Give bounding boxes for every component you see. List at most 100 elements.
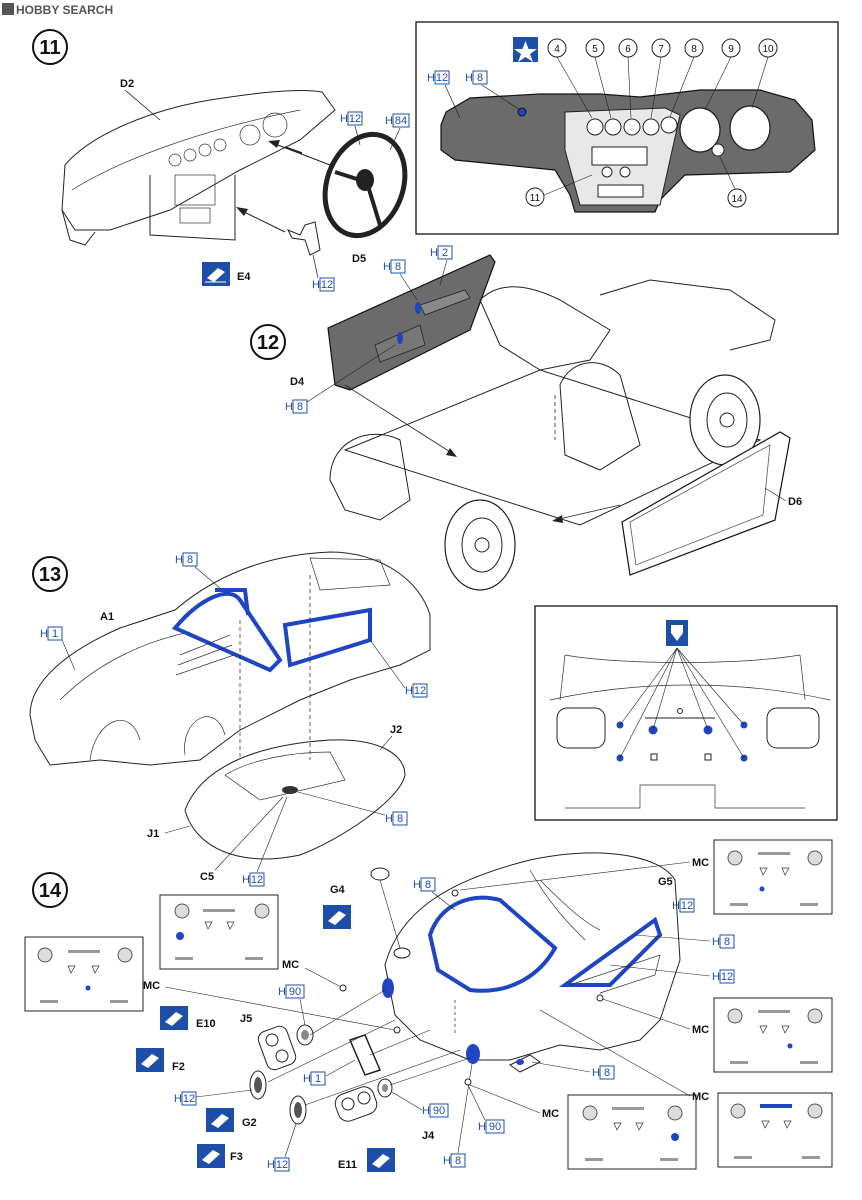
decal-box-1 xyxy=(159,894,279,970)
svg-text:H: H xyxy=(340,113,348,125)
decal-box-6 xyxy=(717,1092,833,1168)
rear-body-drawing xyxy=(382,852,681,1073)
step-13: 13 A1 H 8 H 1 xyxy=(29,551,838,887)
paint-inset-b: 8 xyxy=(477,72,483,84)
lever-part-label: E4 xyxy=(237,271,251,283)
svg-text:H: H xyxy=(712,936,720,948)
paint-callout-door-handle: H 8 xyxy=(383,259,406,274)
svg-text:8: 8 xyxy=(425,879,431,891)
paint-callout-inset-b: H 8 xyxy=(465,70,488,85)
svg-text:90: 90 xyxy=(489,1121,501,1133)
paint-callout-mirror: H 12 xyxy=(242,872,265,887)
svg-text:H: H xyxy=(465,72,473,84)
paint-callout-h8-bottom: H 8 xyxy=(443,1063,473,1168)
paint-callout-h8-c: H 8 xyxy=(531,1061,615,1080)
inset-callout-8: 8 xyxy=(669,38,704,118)
svg-text:9: 9 xyxy=(728,44,734,55)
part-g5-label: G5 xyxy=(658,876,673,888)
part-e10-label: E10 xyxy=(196,1018,216,1030)
part-plate-drawing xyxy=(348,1034,382,1076)
chassis-drawing xyxy=(329,279,776,591)
svg-text:H: H xyxy=(303,1073,311,1085)
mc-label-f: MC xyxy=(542,1108,559,1120)
paint-callout-door-lower: H 8 xyxy=(285,399,308,414)
svg-text:H: H xyxy=(427,72,435,84)
step-11: 11 D2 D5 H xyxy=(32,21,839,292)
paint-callout-window-trim: H 12 xyxy=(405,683,428,698)
svg-text:H: H xyxy=(278,986,286,998)
part-e11-drawing xyxy=(334,1086,378,1122)
step-11-badge xyxy=(32,29,68,65)
mc-label-c: MC xyxy=(143,980,160,992)
svg-text:8: 8 xyxy=(691,44,697,55)
window-j1-part-label: J1 xyxy=(147,828,159,840)
svg-text:12: 12 xyxy=(414,685,426,697)
decal-box-4 xyxy=(713,997,833,1073)
svg-text:H: H xyxy=(592,1067,600,1079)
part-e10-drawing xyxy=(257,1025,297,1071)
cement-icon-g4 xyxy=(323,905,351,929)
inset-callout-7: 7 xyxy=(650,38,671,119)
svg-text:H: H xyxy=(242,874,250,886)
mc-label-d: MC xyxy=(692,1024,709,1036)
cement-icon-f2 xyxy=(136,1048,164,1072)
step-13-number: 13 xyxy=(39,564,61,586)
svg-text:8: 8 xyxy=(395,261,401,273)
inset-callout-14: 14 xyxy=(719,156,747,208)
part-j4-label: J4 xyxy=(422,1130,435,1142)
paint-callout-wheel-a: H 12 xyxy=(340,111,363,126)
part-g4-label: G4 xyxy=(330,884,346,896)
svg-text:1: 1 xyxy=(52,628,58,640)
svg-text:8: 8 xyxy=(455,1155,461,1167)
svg-text:H: H xyxy=(267,1159,275,1171)
cement-icon-g2 xyxy=(206,1108,234,1132)
step-12-badge xyxy=(250,324,286,360)
door-right-part-label: D6 xyxy=(788,496,802,508)
rear-detail-inset xyxy=(534,605,838,821)
svg-text:H: H xyxy=(175,554,183,566)
mc-label-a: MC xyxy=(692,857,709,869)
paint-callout-body: H 1 xyxy=(40,626,63,641)
paint-callout-h12-f2: H 12 xyxy=(174,1089,253,1106)
svg-text:12: 12 xyxy=(276,1159,288,1171)
paint-inset-a: 12 xyxy=(436,72,448,84)
inset-callout-9: 9 xyxy=(704,38,741,111)
svg-text:8: 8 xyxy=(604,1067,610,1079)
step-14: 14 xyxy=(24,839,833,1172)
step-12-number: 12 xyxy=(257,332,279,354)
part-e11-label: E11 xyxy=(338,1159,357,1171)
svg-text:H: H xyxy=(413,879,421,891)
svg-text:5: 5 xyxy=(592,44,598,55)
cement-icon-e10 xyxy=(160,1006,188,1030)
car-body-drawing xyxy=(29,551,431,766)
dashboard-part-drawing xyxy=(61,89,336,246)
paint-callout-h90-mc: H 90 xyxy=(467,1084,505,1134)
inset-callout-4: 4 xyxy=(547,38,593,119)
svg-text:7: 7 xyxy=(658,44,664,55)
lever-drawing xyxy=(236,207,321,256)
inset-callout-10: 10 xyxy=(751,38,778,109)
svg-text:2: 2 xyxy=(442,247,448,259)
svg-text:90: 90 xyxy=(289,986,301,998)
watermark: HOBBY SEARCH xyxy=(2,3,113,17)
svg-text:90: 90 xyxy=(433,1105,445,1117)
paint-callout-h12-f3: H 12 xyxy=(267,1123,297,1172)
mirror-part-label: C5 xyxy=(200,871,214,883)
svg-text:8: 8 xyxy=(187,554,193,566)
svg-text:12: 12 xyxy=(251,874,263,886)
svg-text:H: H xyxy=(312,279,320,291)
mc-label-b: MC xyxy=(282,959,299,971)
cement-icon-e11 xyxy=(367,1148,395,1172)
paint-callout-door-top: H 2 xyxy=(430,245,453,260)
svg-text:H: H xyxy=(174,1093,182,1105)
window-part-drawing xyxy=(184,739,406,860)
svg-text:4: 4 xyxy=(554,44,560,55)
step-12: 12 H 2 H 8 D4 H 8 xyxy=(250,245,802,591)
svg-text:H: H xyxy=(422,1105,430,1117)
window-j2-part-label: J2 xyxy=(390,724,402,736)
part-f3-drawing xyxy=(289,1095,307,1125)
steering-wheel-drawing xyxy=(268,131,408,239)
svg-text:14: 14 xyxy=(731,194,743,205)
